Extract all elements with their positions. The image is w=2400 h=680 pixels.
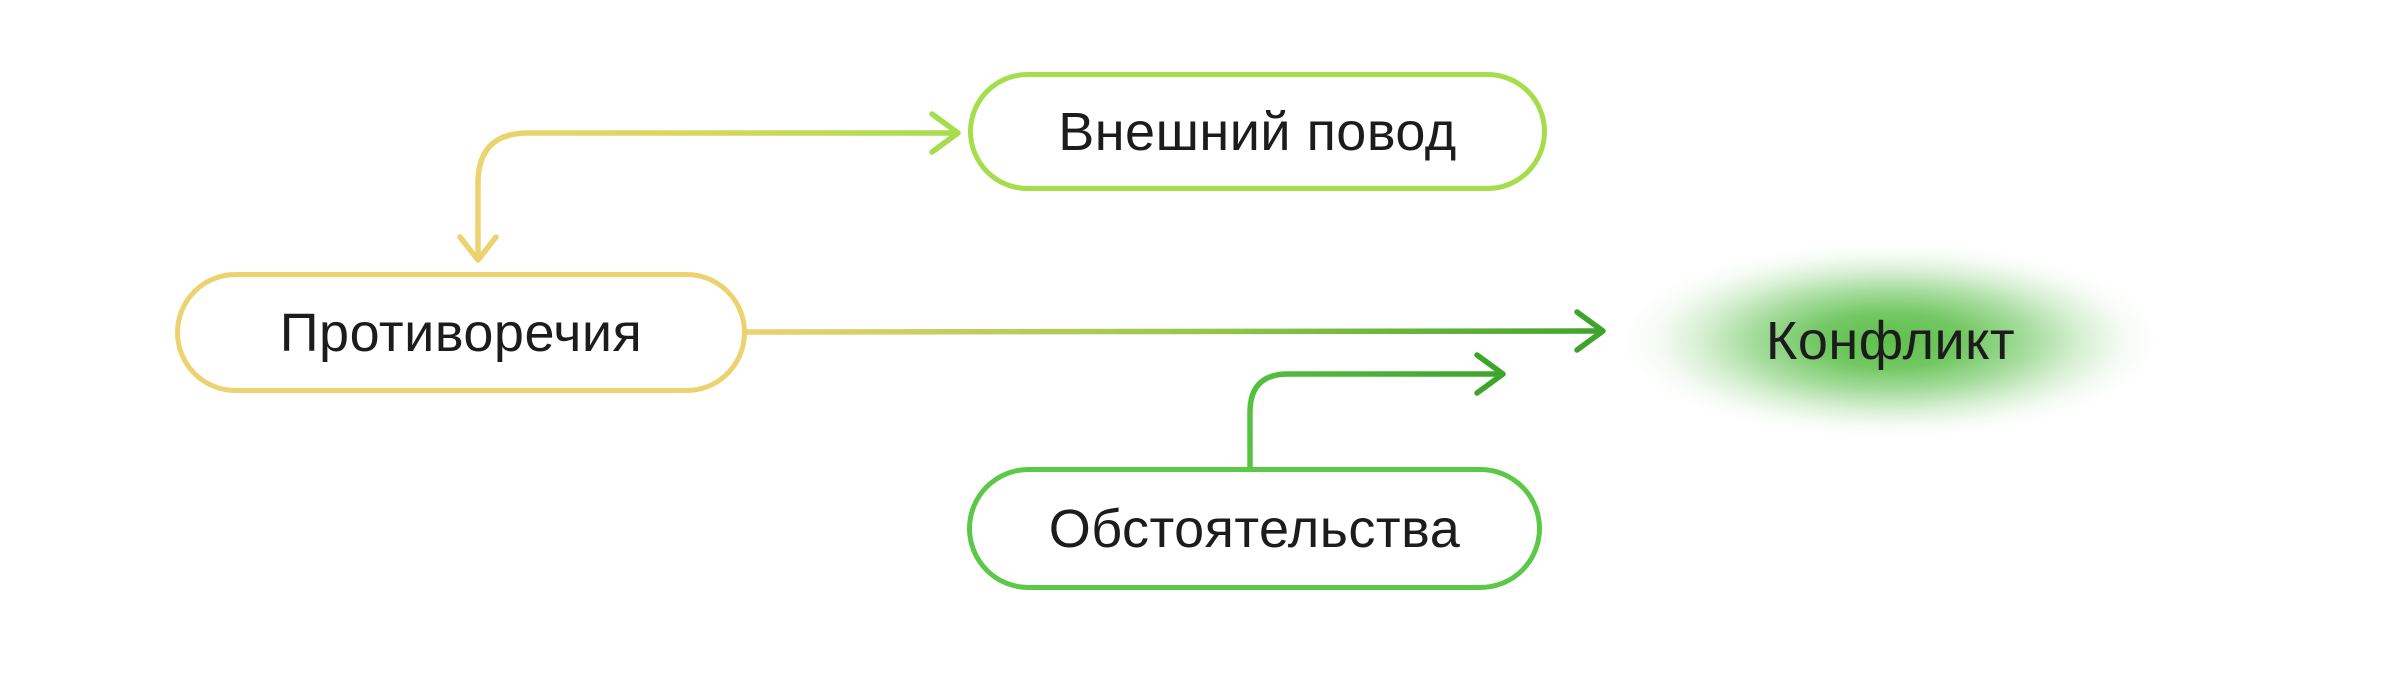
edge-protivorechiya-vneshniy-povod xyxy=(457,111,961,263)
node-vneshniy-povod: Внешний повод xyxy=(968,72,1547,191)
arrowhead-right-icon xyxy=(1474,352,1506,396)
node-konflikt: Конфликт xyxy=(1623,243,2158,438)
node-label: Обстоятельства xyxy=(1048,498,1461,559)
node-label: Внешний повод xyxy=(1058,101,1457,162)
edge-protivorechiya-konflikt xyxy=(744,309,1606,353)
node-protivorechiya: Противоречия xyxy=(175,272,747,393)
edge-obstoyatelstva-konflikt xyxy=(1247,352,1506,470)
node-label: Противоречия xyxy=(279,302,643,363)
arrowhead-right-icon xyxy=(1574,309,1606,353)
arrowhead-right-icon xyxy=(929,111,961,155)
arrowhead-down-icon xyxy=(457,234,499,263)
node-obstoyatelstva: Обстоятельства xyxy=(967,467,1542,590)
node-label: Конфликт xyxy=(1765,310,2016,371)
